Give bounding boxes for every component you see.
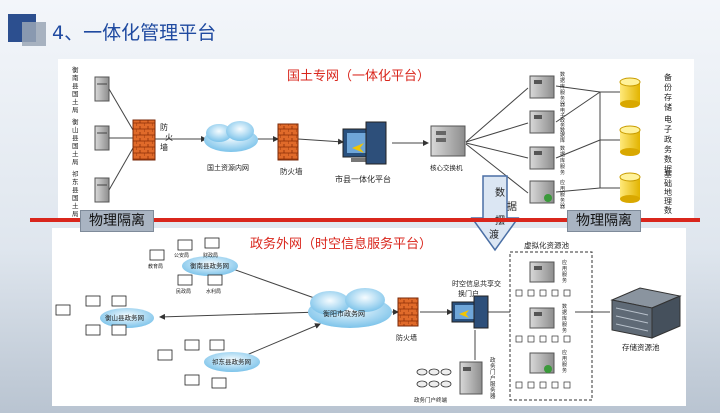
dept-label: 水利局 — [206, 288, 221, 295]
intranet-cloud-icon — [204, 121, 258, 152]
vserver-label-1: 应用服务 — [562, 259, 567, 284]
portal-label: 时空信息共享交换门户 — [452, 279, 501, 298]
firewall-bottom-label: 防火墙 — [396, 333, 417, 342]
gov-net-label-3: 祁东县政务网 — [212, 357, 251, 366]
firewall-mid-label: 防火墙 — [280, 166, 303, 176]
bureau-server-icon — [94, 125, 110, 151]
db-label-3: 基础地理数 — [664, 169, 672, 215]
dept-buildings — [55, 237, 227, 389]
virtual-servers — [529, 261, 555, 374]
dept-label: 民政局 — [176, 288, 191, 295]
virtual-server-icon — [529, 261, 555, 283]
gov-net-label-2: 衡山县政务网 — [105, 313, 144, 322]
gov-cloud-label: 衡阳市政务网 — [323, 309, 365, 318]
database-server-icon — [529, 110, 555, 134]
database-icon — [619, 125, 641, 156]
firewall-mid-icon — [277, 123, 299, 161]
isolation-right-label: 物理隔离 — [567, 210, 641, 232]
portal-clients-icon — [416, 368, 452, 388]
vserver-label-3: 应用服务 — [562, 349, 567, 374]
gov-net-label-1: 衡南县政务网 — [190, 261, 229, 270]
firewall-left-label: 防火墙 — [160, 122, 173, 152]
bureau-label-3: 祁东县国土局 — [72, 169, 79, 218]
bureau-server-icon — [94, 177, 110, 203]
portal-clients-label: 政务门户终端 — [414, 396, 448, 404]
bottom-section-title: 政务外网（时空信息服务平台） — [250, 237, 433, 252]
database-icon — [619, 77, 641, 108]
db-label-1: 备份存储 — [664, 72, 672, 112]
portal-server-icon — [459, 361, 483, 395]
top-bureau-servers — [94, 76, 110, 203]
bureau-server-icon — [94, 76, 110, 102]
database-icon — [619, 172, 641, 203]
firewall-left-icon — [132, 119, 156, 161]
portal-server-label: 政务门户服务器 — [490, 356, 496, 400]
title-square-shadow-icon — [22, 22, 46, 46]
vserver-label-2: 数据库服务 — [562, 303, 567, 334]
isolation-line — [30, 218, 700, 222]
gov-net-ellipse — [100, 256, 260, 372]
data-servers — [529, 75, 555, 204]
firewall-bottom-icon — [397, 297, 419, 327]
top-section-title: 国土专网（一体化平台） — [287, 69, 431, 84]
server-label-3: 数据库服务 — [560, 145, 565, 176]
bureau-label-2: 衡山县国土局 — [72, 117, 79, 166]
page-title: 4、一体化管理平台 — [52, 22, 217, 44]
database-server-icon — [529, 146, 555, 170]
isolation-left-label: 物理隔离 — [80, 210, 154, 232]
platform-label: 市县一体化平台 — [335, 174, 391, 184]
dept-label: 教育局 — [148, 263, 163, 270]
top-links — [108, 85, 620, 194]
title-bar: 4、一体化管理平台 — [0, 0, 720, 58]
server-label-4: 应用服务器 — [560, 179, 565, 210]
virtual-server-icon — [529, 307, 555, 329]
portal-computer-icon — [451, 295, 489, 329]
bureau-label-1: 衡南县国土局 — [72, 65, 79, 114]
virtual-server-icon — [529, 352, 555, 374]
gov-cloud-icon — [308, 288, 392, 328]
dept-label: 公安局 — [174, 252, 189, 259]
database-server-icon — [529, 75, 555, 99]
dept-label: 财政局 — [203, 252, 218, 259]
server-label-1: 数据库服务器 — [560, 71, 565, 108]
core-switch-icon — [430, 125, 466, 157]
application-server-icon — [529, 180, 555, 204]
server-label-2: 电子政务数据库 — [560, 107, 565, 144]
intranet-label: 国土资源内网 — [207, 163, 249, 172]
virtual-pool-label: 虚拟化资源池 — [524, 240, 569, 250]
small-disk-icons — [515, 289, 571, 389]
db-label-2: 电子政务数据 — [664, 114, 672, 174]
platform-computer-icon — [342, 121, 387, 165]
database-cylinders — [619, 77, 641, 203]
storage-label: 存储资源池 — [622, 342, 660, 352]
virtual-pool-box — [509, 251, 593, 401]
switch-label: 核心交换机 — [430, 163, 463, 172]
storage-pool-icon — [610, 287, 682, 339]
